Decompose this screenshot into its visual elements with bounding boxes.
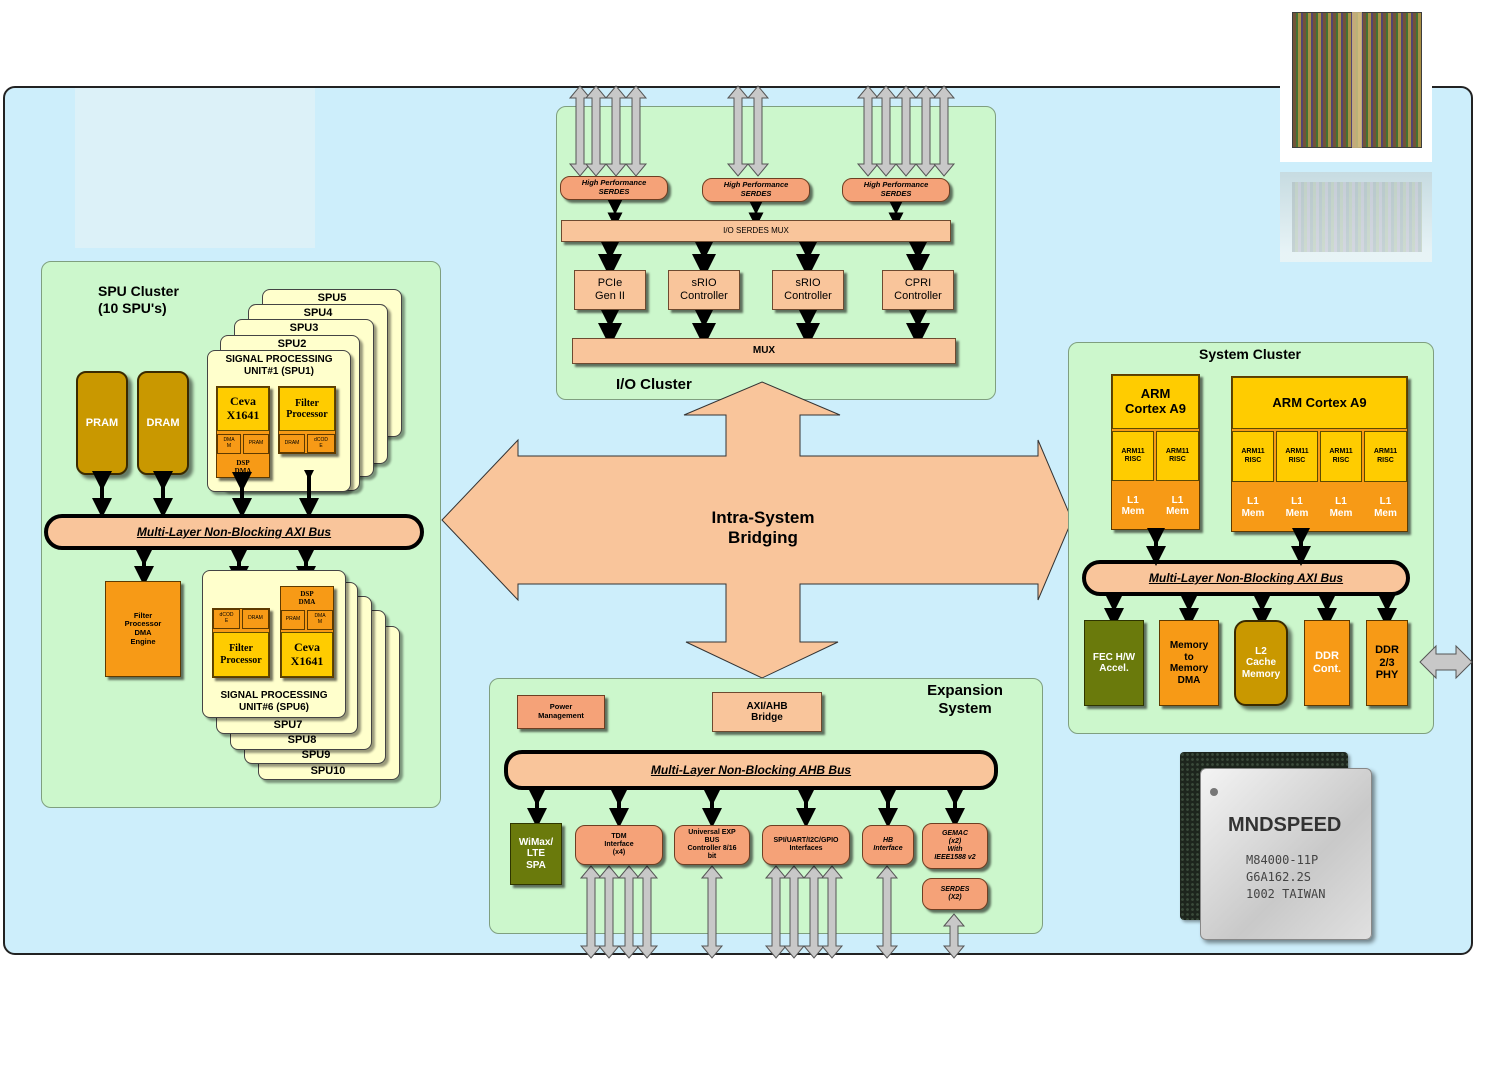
l1-mem-r3: L1 Mem — [1329, 496, 1353, 519]
spu1-dram-small: DRAM — [279, 434, 305, 453]
expansion-system-title: Expansion System — [927, 682, 1003, 717]
pram-block: PRAM — [76, 371, 128, 475]
l1-mem-l2: L1 Mem — [1166, 494, 1189, 518]
arm11-risc-r2: ARM11 RISC — [1276, 431, 1318, 482]
io-cluster-title: I/O Cluster — [616, 376, 692, 393]
chip-brand: MNDSPEED — [1228, 814, 1342, 836]
arm11-risc-r4: ARM11 RISC — [1364, 431, 1407, 482]
filter-processor-dma-engine: Filter Processor DMA Engine — [105, 581, 181, 677]
l1-mem-r1: L1 Mem — [1241, 496, 1265, 519]
spu5-label: SPU5 — [317, 292, 347, 304]
die-photo-cross — [1352, 12, 1362, 148]
spu1-dcode: dCOD E — [307, 434, 335, 453]
spu1-dma-m: DMA M — [217, 434, 241, 454]
spu6-pram-small: PRAM — [281, 610, 305, 630]
spu6-dram-small: DRAM — [242, 609, 269, 629]
l2-cache-memory: L2 Cache Memory — [1234, 620, 1288, 706]
expansion-arrows — [527, 786, 966, 959]
serdes-x2: SERDES (X2) — [922, 878, 988, 910]
io-serdes-mux: I/O SERDES MUX — [561, 220, 951, 242]
spu8-label: SPU8 — [287, 734, 317, 746]
io-mux: MUX — [572, 338, 956, 364]
cpri-controller: CPRI Controller — [882, 270, 954, 310]
spu2-label: SPU2 — [277, 338, 307, 350]
tdm-interface: TDM Interface (x4) — [575, 825, 663, 865]
spu1-title: SIGNAL PROCESSING UNIT#1 (SPU1) — [225, 354, 333, 377]
spu6-dcode: dCOD E — [213, 609, 240, 629]
wimax-lte-spa: WiMax/ LTE SPA — [510, 823, 562, 885]
arm11-risc-l2: ARM11 RISC — [1156, 431, 1199, 481]
power-management: Power Management — [517, 695, 605, 729]
spu-arrows — [92, 470, 319, 586]
spu-cluster-title: SPU Cluster (10 SPU's) — [98, 283, 179, 316]
intra-system-bridging-label: Intra-System Bridging — [711, 508, 815, 548]
spu6-ceva: Ceva X1641 — [281, 632, 333, 677]
axi-ahb-bridge: AXI/AHB Bridge — [712, 692, 822, 732]
die-reflection-inner — [1292, 182, 1422, 252]
universal-exp-bus: Universal EXP BUS Controller 8/16 bit — [674, 825, 750, 865]
memory-to-memory-dma: Memory to Memory DMA — [1159, 620, 1219, 706]
gemac: GEMAC (x2) With IEEE1588 v2 — [922, 823, 988, 869]
pcie-controller: PCIe Gen II — [574, 270, 646, 310]
arm11-risc-l1: ARM11 RISC — [1112, 431, 1154, 481]
spi-uart-i2c-gpio: SPI/UART/I2C/GPIO Interfaces — [762, 825, 850, 865]
serdes-3: High Performance SERDES — [842, 178, 950, 202]
chip-lid — [1200, 768, 1372, 940]
chip-corner-dot — [1210, 788, 1218, 796]
chip-line-3: 1002 TAIWAN — [1246, 887, 1326, 901]
hb-interface: HB Interface — [862, 825, 914, 865]
ddr-phy: DDR 2/3 PHY — [1366, 620, 1408, 706]
l1-mem-r4: L1 Mem — [1374, 496, 1397, 519]
arm11-risc-r1: ARM11 RISC — [1232, 431, 1274, 482]
srio-controller-1: sRIO Controller — [668, 270, 740, 310]
l1-mem-r2: L1 Mem — [1285, 496, 1309, 519]
arm-cortex-a9-left: ARM Cortex A9 — [1112, 375, 1199, 429]
spu10-label: SPU10 — [310, 765, 346, 777]
system-axi-bus: Multi-Layer Non-Blocking AXI Bus — [1082, 560, 1410, 596]
io-arrows — [568, 85, 956, 347]
spu1-pram-small: PRAM — [243, 434, 269, 454]
ahb-bus: Multi-Layer Non-Blocking AHB Bus — [504, 750, 998, 790]
dram-block: DRAM — [137, 371, 189, 475]
arm11-risc-r3: ARM11 RISC — [1320, 431, 1362, 482]
serdes-1: High Performance SERDES — [560, 176, 668, 200]
spu4-label: SPU4 — [303, 307, 333, 319]
l1-mem-l1: L1 Mem — [1121, 494, 1145, 518]
spu6-title: SIGNAL PROCESSING UNIT#6 (SPU6) — [220, 690, 328, 713]
spu6-filter: Filter Processor — [213, 632, 269, 677]
spu9-label: SPU9 — [301, 749, 331, 761]
faded-box — [75, 88, 315, 248]
system-arrows — [1104, 528, 1473, 680]
serdes-2: High Performance SERDES — [702, 178, 810, 202]
fec-hw-accel: FEC H/W Accel. — [1084, 620, 1144, 706]
spu7-label: SPU7 — [273, 719, 303, 731]
spu1-filter: Filter Processor — [279, 387, 335, 431]
spu1-ceva: Ceva X1641 — [217, 387, 269, 431]
chip-line-1: M84000-11P — [1246, 853, 1319, 867]
ddr-controller: DDR Cont. — [1304, 620, 1350, 706]
spu6-dma-m: DMA M — [307, 610, 333, 630]
chip-line-2: G6A162.2S — [1246, 870, 1312, 884]
spu3-label: SPU3 — [289, 322, 319, 334]
system-cluster-title: System Cluster — [1199, 346, 1301, 362]
srio-controller-2: sRIO Controller — [772, 270, 844, 310]
spu6-dsp-dma: DSP DMA — [298, 589, 316, 606]
spu1-dsp-dma: DSP DMA — [234, 458, 252, 475]
arm-cortex-a9-right: ARM Cortex A9 — [1232, 377, 1407, 429]
